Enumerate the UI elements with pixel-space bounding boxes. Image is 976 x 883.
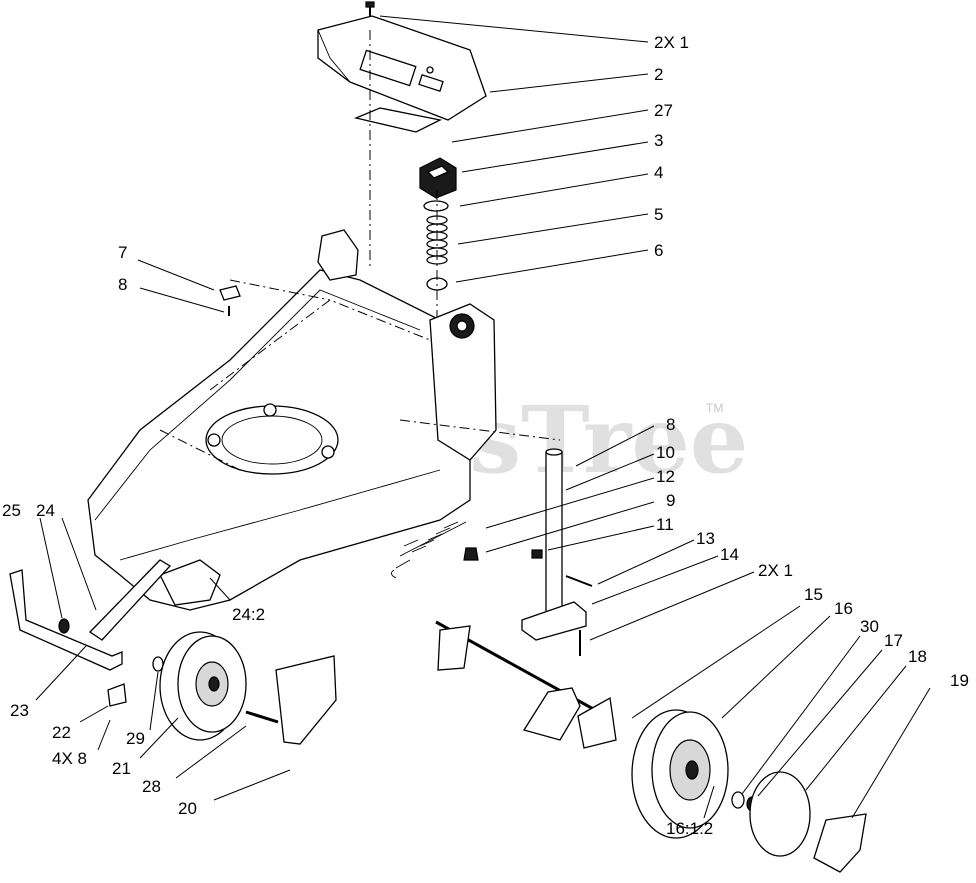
callout-13: 13: [696, 529, 715, 548]
callout-29: 29: [126, 729, 145, 748]
callout-28: 28: [142, 777, 161, 796]
callout-24: 24: [36, 501, 55, 520]
axle-nut: [58, 618, 70, 634]
axle-lever: [437, 625, 471, 671]
cover-plate: [353, 107, 442, 133]
axle-bracket: [107, 683, 127, 707]
callout-4: 4: [654, 163, 663, 182]
small-bracket: [219, 285, 241, 301]
watermark-tm: TM: [706, 401, 723, 415]
callout-8-right: 8: [666, 415, 675, 434]
callout-25: 25: [2, 501, 21, 520]
callout-20: 20: [178, 799, 197, 818]
callout-10: 10: [656, 443, 675, 462]
callout-15: 15: [804, 585, 823, 604]
callout-14: 14: [720, 545, 739, 564]
callout-18: 18: [908, 647, 927, 666]
callout-7: 7: [118, 243, 127, 262]
leader-lines: [35, 15, 931, 819]
callout-19: 19: [950, 671, 969, 690]
front-hubcap: [275, 655, 337, 745]
callout-21: 21: [112, 759, 131, 778]
washer: [423, 200, 449, 212]
front-axle: [9, 569, 123, 671]
slide-block: [521, 601, 587, 641]
front-wheel: [159, 631, 247, 741]
extension-spring: [391, 521, 467, 579]
callout-6: 6: [654, 241, 663, 260]
callout-16-1-2: 16:1:2: [666, 819, 713, 838]
callout-12: 12: [656, 467, 675, 486]
callout-27: 27: [654, 101, 673, 120]
callout-11: 11: [656, 515, 674, 534]
height-quadrant: [522, 687, 581, 741]
callout-23: 23: [10, 701, 29, 720]
rivet: [463, 547, 479, 561]
rear-wheel: [631, 709, 729, 839]
nut: [531, 549, 543, 559]
callout-22: 22: [52, 723, 71, 742]
callout-8-left: 8: [118, 275, 127, 294]
callout-2: 2: [654, 65, 663, 84]
lift-arm: [88, 559, 172, 641]
callout-5: 5: [654, 205, 663, 224]
bolt: [565, 575, 593, 587]
callout-4x8: 4X 8: [52, 749, 87, 768]
callout-9: 9: [666, 491, 675, 510]
callout-2x1-top: 2X 1: [654, 33, 689, 52]
mower-deck: [87, 229, 497, 611]
cloth: [813, 813, 867, 873]
axle-arm: [577, 696, 617, 749]
callout-3: 3: [654, 131, 663, 150]
callout-17: 17: [884, 631, 903, 650]
handle-cover: [317, 15, 487, 121]
wheel-spacer: [731, 791, 745, 809]
adjust-knob: [419, 157, 457, 199]
hubcap: [749, 771, 811, 857]
callout-30: 30: [860, 617, 879, 636]
callout-labels: 2X 1 2 27 3 4 5 6 7 8 8 10 12 9 11 13 14…: [2, 33, 969, 838]
callout-24-2: 24:2: [232, 605, 265, 624]
callout-2x1-right: 2X 1: [758, 561, 793, 580]
front-bolt: [245, 710, 279, 724]
callout-16: 16: [834, 599, 853, 618]
